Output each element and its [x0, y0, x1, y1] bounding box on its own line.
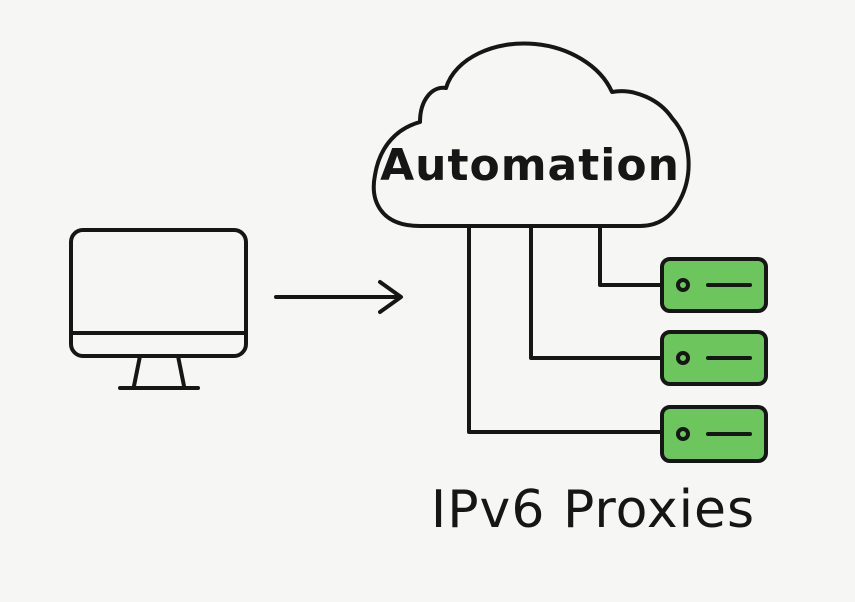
server-icon — [660, 330, 768, 386]
cloud-label: Automation — [380, 140, 680, 191]
server-icon — [660, 405, 768, 463]
server-icon — [660, 257, 768, 313]
monitor-stand — [132, 354, 186, 388]
monitor-screen — [69, 228, 248, 358]
server-led-top — [676, 278, 690, 292]
monitor-icon — [69, 228, 248, 390]
right-arrow — [274, 280, 403, 314]
connector-lines — [467, 226, 664, 434]
server-led-middle — [676, 351, 690, 365]
connector-line-bottom — [467, 226, 664, 434]
cloud-icon — [371, 41, 691, 228]
server-led-bottom — [676, 427, 690, 441]
arrow-head — [378, 280, 403, 314]
diagram-caption: IPv6 Proxies — [430, 480, 756, 540]
connector-line-middle — [529, 226, 664, 360]
connector-line-top — [598, 226, 664, 287]
